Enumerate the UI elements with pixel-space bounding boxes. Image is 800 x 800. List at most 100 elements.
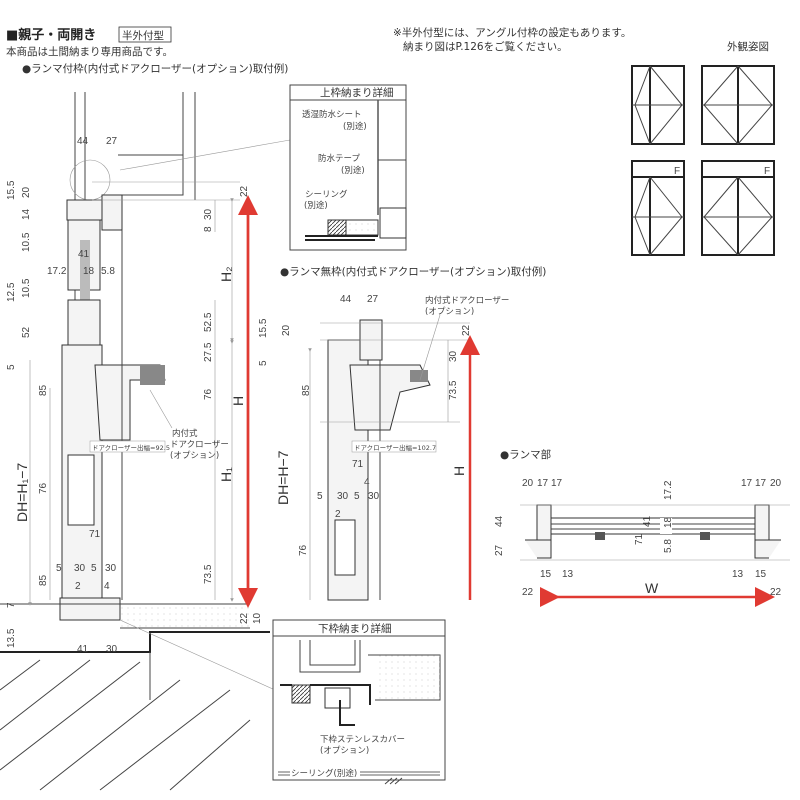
dim-label: 20	[770, 478, 782, 489]
dim-label: 85	[301, 384, 312, 396]
dim-label: 44	[77, 136, 89, 147]
elevation-double-door-transom: F	[701, 160, 775, 256]
dim-label: 2	[75, 581, 81, 592]
callout-label: シーリング(別途)	[291, 768, 357, 779]
dim-label: 17	[755, 478, 767, 489]
note-line-2: 納まり図はP.126をご覧ください。	[403, 40, 568, 53]
callout-label: (別途)	[341, 165, 365, 176]
ranma-drawing: ●ランマ部 20 17 17 17.2 17 17 20 44 27 41 18…	[494, 448, 790, 607]
section1-title: ●ランマ付枠(内付式ドアクローザー(オプション)取付例)	[22, 62, 288, 75]
dim-label: 52.5	[203, 312, 214, 332]
dim-label: 27	[494, 544, 505, 556]
dim-label: 85	[38, 384, 49, 396]
bottom-detail-box: 下枠納まり詳細 下枠ステンレスカバー (オプション) シーリング(別途)	[272, 619, 446, 785]
ranma-title: ●ランマ部	[500, 448, 551, 461]
dim-label: 22	[239, 612, 250, 624]
dim-label: 13.5	[6, 628, 17, 648]
dim-label: 76	[38, 482, 49, 494]
dim-label: 27.5	[203, 342, 214, 362]
dim-label: 17.2	[663, 480, 674, 500]
closer-label: 内付式ドアクローザー	[425, 295, 509, 306]
elevation-parent-child-door	[631, 65, 685, 145]
dim-label: 2	[335, 509, 341, 520]
dim-label: 17	[551, 478, 563, 489]
note-line-1: ※半外付型には、アングル付枠の設定もあります。	[393, 26, 631, 39]
dim-label: 30	[105, 563, 117, 574]
dim-label: 8	[203, 226, 214, 232]
section1-dimensions: 44 27 15.5 20 14 10.5 12.5 10.5 52 5 85 …	[6, 136, 263, 655]
dim-label: 5	[354, 491, 360, 502]
dim-label: 5.8	[101, 266, 115, 277]
callout-label: (別途)	[304, 200, 328, 211]
dim-label: 20	[522, 478, 534, 489]
section1-drawing	[0, 92, 291, 791]
dim-label: 30	[203, 208, 214, 220]
fixed-label: F	[674, 166, 680, 177]
closer-label: ドアクローザー	[170, 440, 229, 450]
section2-title: ●ランマ無枠(内付式ドアクローザー(オプション)取付例)	[280, 265, 546, 278]
type-badge: 半外付型	[122, 29, 164, 42]
dim-label: 52	[21, 326, 32, 338]
elevation-parent-child-door-transom: F	[631, 160, 685, 256]
dim-label: 30	[337, 491, 349, 502]
elevation-label: 外観姿図	[727, 40, 769, 53]
dim-label: 5	[258, 360, 269, 366]
h-label: H	[230, 396, 246, 406]
dim-label: 20	[21, 186, 32, 198]
page-title: ■親子・両開き	[6, 27, 96, 43]
dim-label: 41	[77, 644, 89, 655]
dim-label: 41	[78, 249, 90, 260]
dim-label: 73.5	[448, 380, 459, 400]
dim-label: 41	[642, 515, 653, 527]
top-detail-box: 上枠納まり詳細 透湿防水シート (別途) 防水テープ (別途) シーリング (別…	[289, 84, 407, 251]
dim-label: 5.8	[663, 539, 674, 553]
elevation-views: F F	[631, 65, 775, 256]
dim-label: 27	[367, 294, 379, 305]
dim-label: 5	[56, 563, 62, 574]
dim-label: 22	[522, 587, 534, 598]
dim-label: 10	[252, 612, 263, 624]
badge-frame	[118, 26, 172, 43]
dim-label: 85	[38, 574, 49, 586]
elevation-double-door	[701, 65, 775, 145]
dim-label: 13	[562, 569, 574, 580]
dim-label: 18	[83, 266, 95, 277]
dim-label: 76	[298, 544, 309, 556]
dh-label: DH=H−7	[275, 450, 291, 505]
callout-label: (別途)	[343, 121, 367, 132]
dim-label: 12.5	[6, 282, 17, 302]
dim-label: 22	[461, 324, 472, 336]
callout-label: 下枠ステンレスカバー	[320, 734, 405, 745]
closer-label: (オプション)	[425, 307, 474, 317]
callout-label: シーリング	[305, 189, 348, 200]
dim-label: 17.2	[47, 266, 67, 277]
dim-label: 4	[104, 581, 110, 592]
dim-label: 71	[634, 533, 645, 545]
dim-label: 76	[203, 388, 214, 400]
dim-label: 13	[732, 569, 744, 580]
dim-label: 22	[770, 587, 782, 598]
top-detail-title: 上枠納まり詳細	[320, 86, 394, 99]
dim-label: 14	[21, 208, 32, 220]
closer-projection: ドアクローザー出幅=102.7	[354, 443, 436, 452]
dim-label: 5	[91, 563, 97, 574]
dim-label: 20	[281, 324, 292, 336]
dim-label: 44	[494, 515, 505, 527]
dim-label: 30	[74, 563, 86, 574]
callout-label: 防水テープ	[318, 153, 360, 164]
dim-label: 10.5	[21, 232, 32, 252]
dim-label: 5	[317, 491, 323, 502]
header: ■親子・両開き 半外付型 本商品は土間納まり専用商品です。 ●ランマ付枠(内付式…	[6, 26, 769, 75]
callout-label: (オプション)	[320, 746, 369, 756]
dim-label: 30	[368, 491, 380, 502]
dim-label: 44	[340, 294, 352, 305]
dim-label: 71	[89, 529, 101, 540]
dim-label: 71	[352, 459, 364, 470]
dim-label: 5	[6, 364, 17, 370]
dim-label: 18	[663, 516, 674, 528]
h2-label: H₂	[218, 266, 234, 282]
dim-label: 15.5	[258, 318, 269, 338]
dim-label: 7	[6, 602, 17, 608]
fixed-label: F	[764, 166, 770, 177]
